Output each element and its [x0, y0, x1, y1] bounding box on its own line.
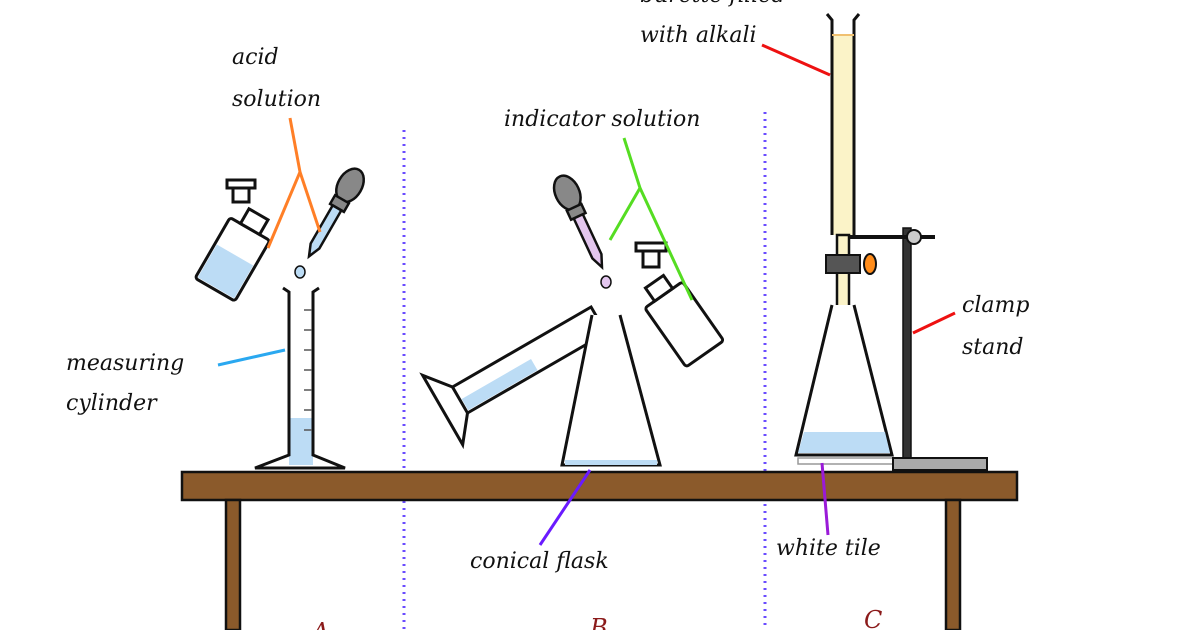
label-clamp-line2: stand — [962, 335, 1024, 360]
indicator-stopper — [634, 241, 668, 269]
flask-pointer — [538, 469, 592, 546]
section-a-label: A — [310, 618, 329, 630]
burette — [825, 13, 877, 322]
label-measuring-line2: cylinder — [66, 391, 158, 416]
white-tile — [797, 457, 895, 465]
label-measuring-line1: measuring — [66, 351, 184, 376]
label-acid-line1: acid — [232, 45, 279, 70]
indicator-pointer — [608, 137, 642, 241]
label-burette-line1: burette filled — [640, 0, 785, 8]
cylinder-pointer — [217, 348, 286, 367]
label-acid-line2: solution — [232, 87, 321, 112]
label-clamp-line1: clamp — [962, 293, 1029, 318]
acid-bottle — [194, 206, 271, 302]
acid-pointer — [266, 117, 302, 249]
tilted-cylinder — [419, 304, 609, 450]
label-conical-flask: conical flask — [470, 549, 609, 574]
label-indicator: indicator solution — [504, 107, 700, 132]
acid-stopper — [225, 178, 257, 204]
tile-pointer — [820, 462, 830, 536]
indicator-bottle — [643, 273, 725, 368]
acid-drop — [294, 265, 306, 279]
measuring-cylinder — [254, 286, 346, 470]
burette-flask — [794, 304, 894, 457]
indicator-drop — [600, 275, 612, 289]
acid-pointer-branch — [298, 171, 322, 233]
bench — [180, 470, 1019, 630]
label-white-tile: white tile — [776, 536, 881, 561]
section-c-label: C — [864, 606, 882, 630]
burette-pointer — [761, 43, 831, 77]
clamp-pointer — [912, 311, 956, 335]
indicator-pointer-branch — [638, 187, 694, 301]
section-b-label: B — [589, 614, 608, 630]
conical-flask — [560, 314, 662, 467]
acid-dropper — [307, 167, 365, 260]
clamp-stand — [850, 227, 988, 471]
label-burette-line2: with alkali — [640, 23, 757, 48]
indicator-dropper — [552, 174, 604, 271]
